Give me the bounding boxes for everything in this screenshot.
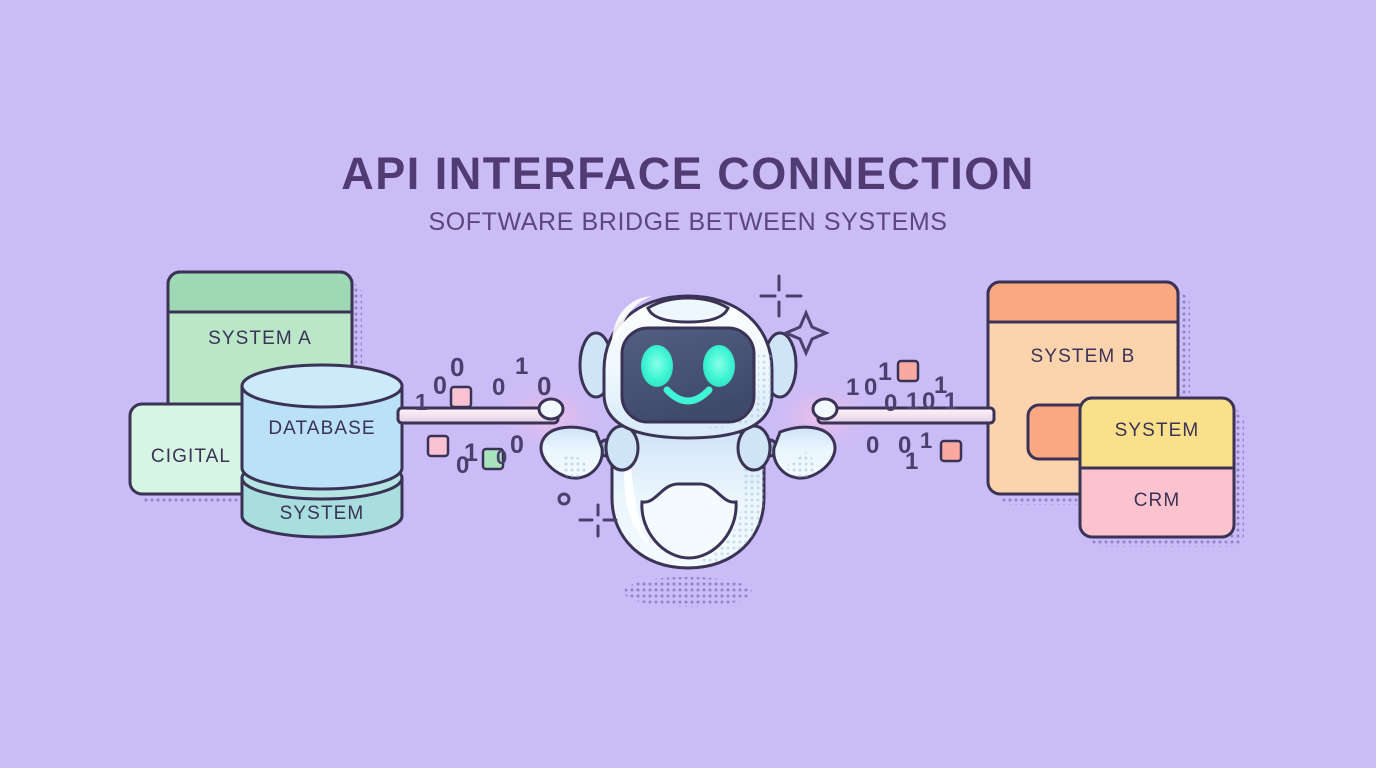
- bit-left-3: 0: [492, 374, 506, 401]
- bit-left-9: 0: [496, 447, 508, 469]
- api-bridge-robot[interactable]: [537, 294, 839, 607]
- robot-right-hand: [811, 397, 839, 421]
- system-a-label: SYSTEM A: [208, 328, 312, 349]
- bit-square-pink-1: [449, 385, 473, 409]
- bit-right-3: 1: [934, 372, 948, 399]
- decorations: [557, 274, 830, 538]
- star-icon: [782, 309, 830, 357]
- sparkle-cross-bottom: [578, 503, 618, 538]
- bit-right-11: 1: [905, 448, 919, 475]
- bit-right-5: 1: [906, 388, 920, 415]
- robot-visor: [620, 326, 756, 424]
- bit-left-1: 0: [433, 372, 447, 400]
- right-system-group: [986, 280, 1244, 547]
- crm-label: CRM: [1133, 490, 1181, 511]
- bit-left-7: 1: [464, 439, 478, 467]
- cigital-label: CIGITAL: [150, 446, 232, 467]
- left-system-group: [128, 270, 404, 539]
- bit-square-green-1: [481, 447, 505, 471]
- bit-right-10: 1: [920, 428, 933, 453]
- robot-body: [604, 424, 772, 570]
- bit-right-8: 0: [866, 432, 880, 459]
- robot-helmet-crest: [646, 296, 730, 324]
- system-b-label: SYSTEM B: [1030, 346, 1136, 367]
- db-system-label: SYSTEM: [279, 503, 365, 524]
- bit-square-salmon-1: [896, 359, 920, 383]
- bit-left-0: 1: [415, 389, 428, 415]
- bit-left-8: 0: [456, 452, 470, 479]
- page-title: API INTERFACE CONNECTION: [341, 148, 1035, 199]
- bit-square-pink-2: [426, 434, 450, 458]
- database-cylinder[interactable]: [240, 363, 404, 491]
- bit-right-1: 0: [864, 374, 878, 401]
- robot-smile: [663, 386, 713, 405]
- binary-squares: [426, 359, 963, 471]
- bit-left-5: 0: [537, 371, 552, 401]
- bit-right-0: 1: [846, 374, 860, 401]
- database-label: DATABASE: [268, 418, 376, 439]
- bit-right-6: 0: [922, 388, 936, 415]
- robot-shadow: [624, 577, 752, 607]
- bit-right-4: 0: [884, 390, 898, 417]
- bit-right-9: 0: [898, 432, 912, 459]
- robot-right-eye: [703, 345, 735, 387]
- robot-left-eye: [641, 345, 673, 387]
- small-circle-dot: [557, 492, 571, 506]
- bit-left-6: 0: [510, 431, 524, 459]
- bit-square-salmon-2: [939, 439, 963, 463]
- bit-left-4: 1: [515, 353, 529, 380]
- page-subtitle: SOFTWARE BRIDGE BETWEEN SYSTEMS: [428, 208, 948, 236]
- sparkle-cross-top: [759, 274, 803, 318]
- robot-head: [578, 294, 798, 440]
- bit-right-7: 1: [944, 388, 958, 415]
- bit-left-2: 0: [450, 352, 465, 382]
- robot-left-hand: [537, 397, 565, 421]
- bit-right-2: 1: [878, 358, 892, 386]
- robot-chest-plate: [640, 482, 738, 560]
- system-crm-card[interactable]: [1078, 396, 1236, 539]
- right-system-label: SYSTEM: [1114, 420, 1200, 441]
